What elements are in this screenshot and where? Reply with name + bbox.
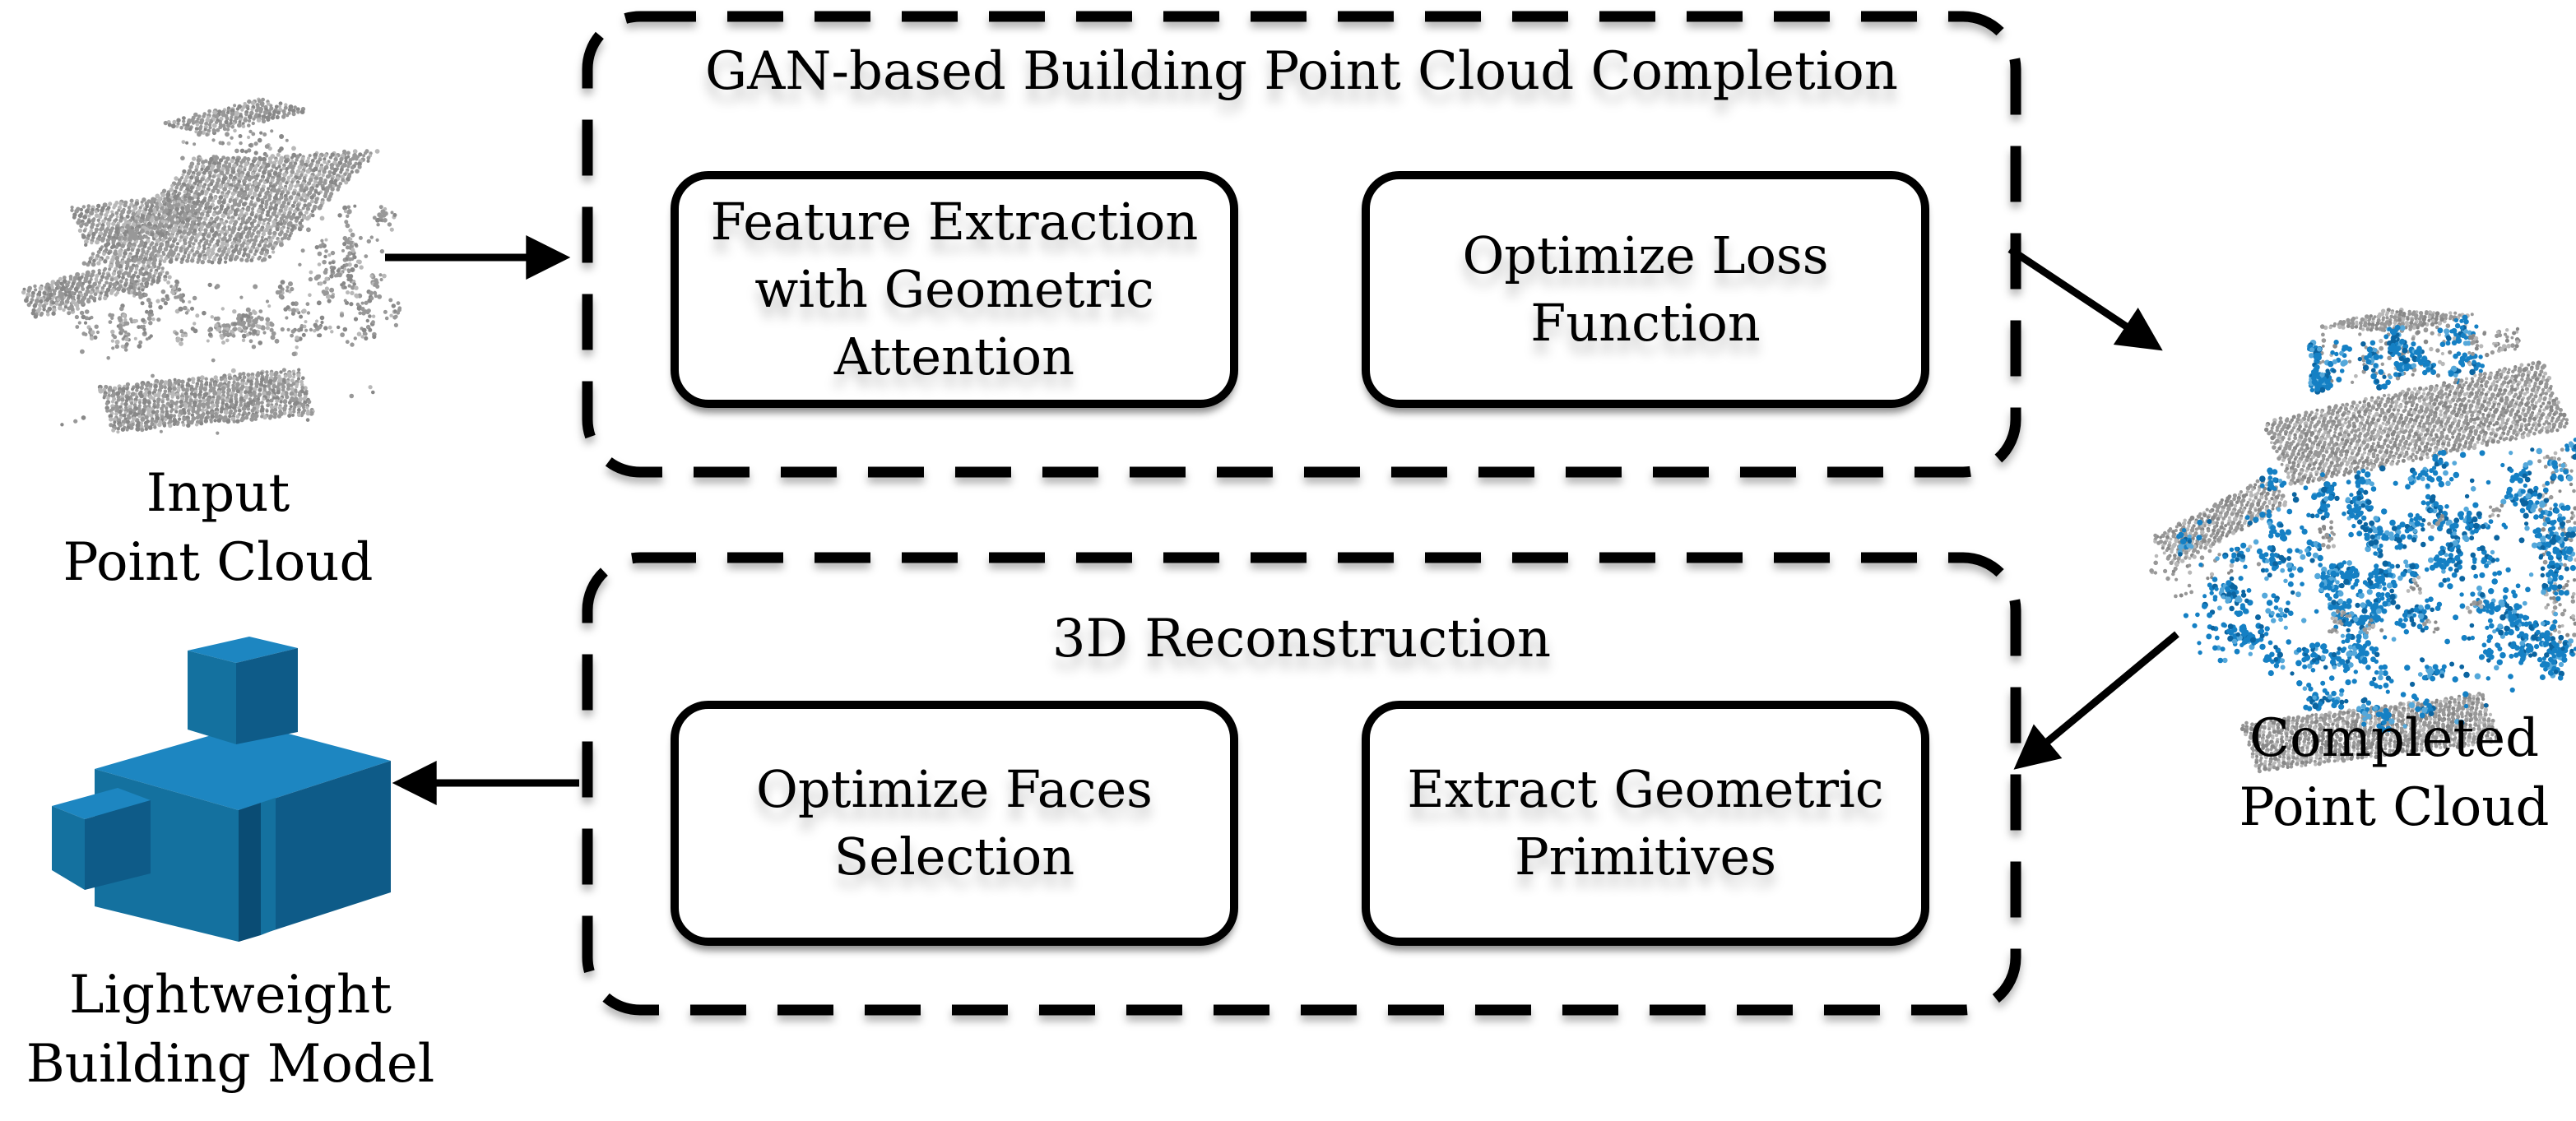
model-main-side-face	[239, 761, 391, 942]
optimize-faces-label: Optimize Faces Selection	[756, 759, 1153, 887]
feature-extraction-label: Feature Extraction with Geometric Attent…	[710, 192, 1199, 387]
model-annex-front-face	[52, 806, 85, 890]
model-tower-top-face	[188, 637, 298, 663]
reconstruction-title: 3D Reconstruction	[1051, 609, 1552, 669]
model-tower-side-face	[236, 648, 298, 744]
input-point-cloud-label: Input Point Cloud	[63, 463, 374, 593]
lightweight-building-model-figure	[52, 637, 391, 942]
input-point-cloud-figure	[21, 97, 402, 435]
reconstruction-stage-box: 3D Reconstruction Optimize Faces Selecti…	[581, 551, 2022, 1017]
gan-completion-stage-box: GAN-based Building Point Cloud Completio…	[581, 10, 2022, 479]
model-groove-shadow-face	[239, 803, 261, 942]
arrow-completion-to-completed-cloud-icon	[2007, 246, 2163, 351]
model-main-top-face	[95, 724, 391, 810]
model-annex-top-face	[52, 788, 151, 819]
completed-point-cloud-figure	[2149, 308, 2576, 774]
optimize-faces-box: Optimize Faces Selection	[671, 701, 1238, 946]
optimize-loss-label: Optimize Loss Function	[1462, 225, 1829, 353]
optimize-loss-box: Optimize Loss Function	[1362, 171, 1929, 408]
gan-completion-title: GAN-based Building Point Cloud Completio…	[705, 41, 1898, 102]
model-groove-lit-face	[261, 798, 276, 935]
model-annex-side-face	[85, 800, 151, 890]
dashed-border	[582, 552, 2021, 1016]
extract-primitives-label: Extract Geometric Primitives	[1407, 759, 1884, 887]
arrow-completed-cloud-to-reconstruction-icon	[2013, 631, 2179, 770]
extract-primitives-box: Extract Geometric Primitives	[1362, 701, 1929, 946]
completed-point-cloud-label: Completed Point Cloud	[2239, 708, 2550, 838]
dashed-border	[582, 11, 2021, 478]
feature-extraction-box: Feature Extraction with Geometric Attent…	[671, 171, 1238, 408]
building-model-label: Lightweight Building Model	[26, 965, 435, 1095]
model-tower-front-face	[188, 651, 236, 744]
